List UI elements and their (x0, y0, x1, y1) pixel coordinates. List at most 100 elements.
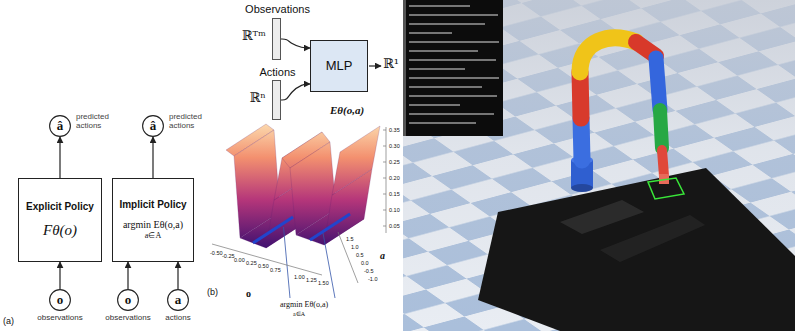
axis-tick-label: 1.0 (351, 244, 359, 250)
circle-outline (118, 290, 139, 311)
axis-tick-label: 0.05 (389, 223, 400, 229)
minimum-line (310, 214, 350, 240)
plot-title: Eθ(o,a) (330, 104, 364, 116)
arm-shadow (600, 215, 705, 262)
input-node: oobservations (49, 289, 71, 311)
axis-tick-label: 0.15 (389, 191, 400, 197)
panel-letter: (b) (207, 288, 218, 298)
terminal-window (403, 0, 503, 136)
leader-line (284, 227, 291, 298)
policy-formula: a∈A (145, 231, 161, 240)
axis-tick-label: 0.30 (389, 143, 400, 149)
arm-link (660, 110, 662, 148)
output-node: âpredicted actions (142, 115, 164, 137)
terminal-line (409, 122, 476, 123)
axis-tick-label: 1.00 (294, 274, 305, 280)
policy-heading: Explicit Policy (26, 201, 94, 213)
panel-ground (0, 0, 403, 331)
axis-tick (383, 194, 386, 195)
circle-outline (142, 115, 164, 137)
policy-box: Explicit PolicyFθ(o) (18, 178, 102, 262)
circle-outline (117, 289, 139, 311)
axis-tick-label: 1.25 (306, 277, 317, 283)
node-caption: observations (97, 313, 159, 322)
axis-tick (383, 146, 386, 147)
arrow-connector (177, 262, 178, 289)
input-vector-bar: Actionsℝⁿ (272, 80, 281, 120)
terminal-line (409, 59, 496, 60)
terminal-line (409, 77, 499, 78)
robot-arm (571, 38, 669, 192)
axis-tick (383, 178, 386, 179)
axis-tick-label: 0.75 (270, 267, 281, 273)
vector-heading: Actions (213, 66, 342, 79)
argmin-annotation: a∈A (293, 311, 305, 318)
circle-outline (143, 116, 164, 137)
axis-tick (383, 210, 386, 211)
terminal-line (409, 50, 478, 51)
node-symbol: o (49, 289, 71, 310)
terminal-line (409, 23, 485, 24)
node-symbol: â (142, 115, 164, 136)
arrow-connector (152, 137, 153, 178)
arrow-connector (281, 84, 310, 100)
leader-line (323, 233, 335, 298)
axis-tick (383, 130, 386, 131)
vector-heading: Observations (213, 3, 342, 16)
arm-link (656, 58, 660, 110)
axis-tick (383, 162, 386, 163)
axis-tick-label: 1.50 (318, 280, 329, 286)
vector-space-label: ℝᵀᵐ (242, 29, 266, 44)
circle-outline (50, 116, 71, 137)
axis-tick-label: 0.0 (361, 260, 369, 266)
input-node: aactions (167, 289, 189, 311)
table-plate (478, 168, 795, 331)
output-space-label: ℝ¹ (383, 57, 399, 71)
node-caption: actions (157, 313, 199, 322)
network-name: MLP (326, 59, 353, 74)
panel-letter: (a) (3, 317, 14, 327)
output-arrow (369, 65, 381, 66)
terminal-line (409, 95, 497, 96)
axis-tick-label: -0.50 (210, 250, 223, 256)
terminal-line (409, 113, 494, 114)
arm-shadow (560, 200, 644, 234)
circle-outline (168, 290, 189, 311)
output-node: âpredicted actions (49, 115, 71, 137)
terminal-line (409, 68, 465, 69)
terminal-line (409, 5, 470, 6)
argmin-annotation: argmin Eθ(o,a) (280, 301, 328, 310)
circle-outline (49, 115, 71, 137)
axis-tick-label: -0.5 (364, 268, 373, 274)
axis-tick (383, 226, 386, 227)
axis-tick-label: 0.20 (389, 175, 400, 181)
terminal-lines (409, 6, 499, 123)
policy-formula: argmin Eθ(o,a) (123, 219, 183, 231)
target-square (648, 178, 684, 199)
vector-space-label: ℝⁿ (250, 91, 266, 106)
node-caption: observations (29, 313, 91, 322)
arm-base (571, 184, 593, 192)
terminal-line (409, 32, 452, 33)
policy-formula: Fθ(o) (43, 222, 77, 239)
arrow-connector (281, 39, 310, 48)
floor-fog (403, 0, 795, 331)
arm-link (580, 38, 636, 72)
axis-line (338, 232, 358, 283)
terminal-border (403, 0, 406, 136)
arrow-connector (59, 262, 60, 289)
arrow-connector (59, 137, 60, 178)
terminal-line (409, 86, 482, 87)
terminal-line (409, 41, 499, 42)
axis-tick-label: 0.00 (234, 257, 245, 263)
floor-checker (403, 0, 795, 331)
axis-tick-label: 0.35 (389, 127, 400, 133)
axis-tick-label: 0.25 (246, 260, 257, 266)
energy-surface (226, 124, 380, 248)
policy-box: Implicit Policyargmin Eθ(o,a)a∈A (112, 178, 194, 262)
node-caption: predicted actions (169, 112, 211, 130)
axis-tick-label: 0.50 (258, 263, 269, 269)
